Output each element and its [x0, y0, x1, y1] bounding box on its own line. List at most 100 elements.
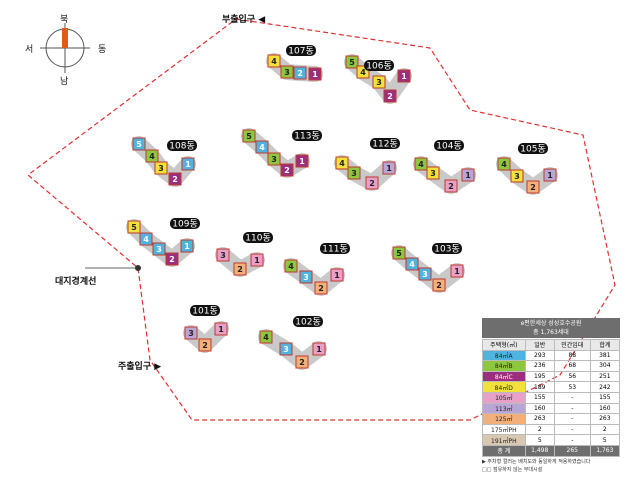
unit-block: [335, 156, 349, 170]
unit-block: [444, 179, 458, 193]
row-type: 105㎡: [482, 391, 526, 404]
summary-note-2: □□ 점유하지 않는 부대시설: [482, 467, 543, 473]
unit-block: [392, 246, 406, 260]
row-type: 113㎡: [482, 402, 526, 415]
unit-block: [432, 278, 446, 292]
unit-block: [267, 54, 281, 68]
header-type: 주택형(㎡): [482, 339, 526, 351]
building-tag: [167, 140, 197, 151]
unit-block: [139, 232, 153, 246]
compass-west: 서: [25, 45, 34, 55]
building-tag: [292, 130, 322, 141]
unit-number: 2: [169, 255, 175, 264]
unit-block: [345, 55, 359, 69]
unit-block: [168, 172, 182, 186]
unit-block: [154, 161, 168, 175]
row-total: 251: [589, 370, 621, 383]
unit-block: [405, 257, 419, 271]
unit-number: 2: [237, 265, 243, 274]
unit-block: [347, 166, 361, 180]
unit-number: 4: [271, 57, 277, 66]
unit-block: [152, 242, 166, 256]
row-type: 175㎡PH: [482, 423, 526, 436]
unit-number: 1: [185, 160, 191, 169]
unit-number: 2: [530, 183, 536, 192]
side-entrance-label: 부출입구 ◀: [222, 15, 266, 25]
row-general: 155: [524, 391, 555, 404]
unit-block: [279, 342, 293, 356]
unit-number: 3: [303, 273, 309, 282]
building-body: [283, 258, 345, 296]
header-rental: 민간임대: [553, 339, 591, 351]
header-total: 합계: [589, 339, 621, 351]
row-rental: -: [553, 413, 591, 425]
unit-number: 2: [299, 358, 305, 367]
compass-east: 동: [98, 45, 107, 55]
total-total: 1,763: [589, 444, 621, 457]
building-name: 112동: [372, 139, 397, 150]
unit-number: 4: [501, 160, 507, 169]
row-total: 263: [589, 413, 621, 425]
row-type: 84㎡A: [482, 349, 526, 362]
building-name: 106동: [366, 61, 391, 72]
unit-block: [543, 168, 557, 182]
row-total: 381: [589, 349, 621, 362]
building-tag: [170, 218, 200, 229]
unit-number: 2: [202, 341, 208, 350]
row-total: 2: [589, 423, 621, 436]
unit-block: [497, 157, 511, 171]
building-body: [258, 329, 327, 370]
unit-block: [280, 163, 294, 177]
unit-number: 3: [422, 270, 428, 279]
unit-block: [418, 267, 432, 281]
unit-number: 1: [386, 164, 392, 173]
unit-block: [299, 270, 313, 284]
compass: [40, 23, 90, 73]
building-tag: [518, 143, 548, 154]
unit-number: 2: [318, 284, 324, 293]
unit-block: [132, 137, 146, 151]
unit-number: 3: [188, 329, 194, 338]
total-rental: 265: [553, 444, 591, 457]
unit-number: 4: [418, 160, 424, 169]
unit-number: 1: [184, 242, 190, 251]
unit-block: [382, 161, 396, 175]
building-name: 111동: [322, 244, 347, 255]
building-name: 108동: [169, 141, 194, 152]
row-total: 304: [589, 360, 621, 372]
unit-number: 3: [220, 251, 226, 260]
building-tag: [190, 305, 220, 316]
building-tag: [364, 60, 394, 71]
unit-number: 3: [284, 68, 290, 77]
unit-number: 1: [547, 171, 553, 180]
summary-title: e편한세상 성성호수공원: [520, 320, 582, 327]
unit-block: [255, 140, 269, 154]
row-type: 84㎡D: [482, 381, 526, 393]
site-boundary: [27, 18, 616, 421]
unit-number: 2: [297, 69, 303, 78]
building-name: 110동: [245, 233, 270, 244]
row-general: 189: [524, 381, 555, 393]
unit-number: 5: [396, 249, 402, 258]
row-type: 84㎡B: [482, 360, 526, 372]
unit-number: 3: [430, 169, 436, 178]
row-general: 236: [524, 360, 555, 372]
building-name: 107동: [288, 46, 313, 57]
unit-block: [383, 89, 397, 103]
unit-block: [180, 239, 194, 253]
unit-number: 3: [158, 164, 164, 173]
row-general: 5: [524, 434, 555, 446]
unit-block: [314, 281, 328, 295]
unit-number: 1: [254, 256, 260, 265]
unit-number: 1: [401, 72, 407, 81]
unit-block: [214, 322, 228, 336]
